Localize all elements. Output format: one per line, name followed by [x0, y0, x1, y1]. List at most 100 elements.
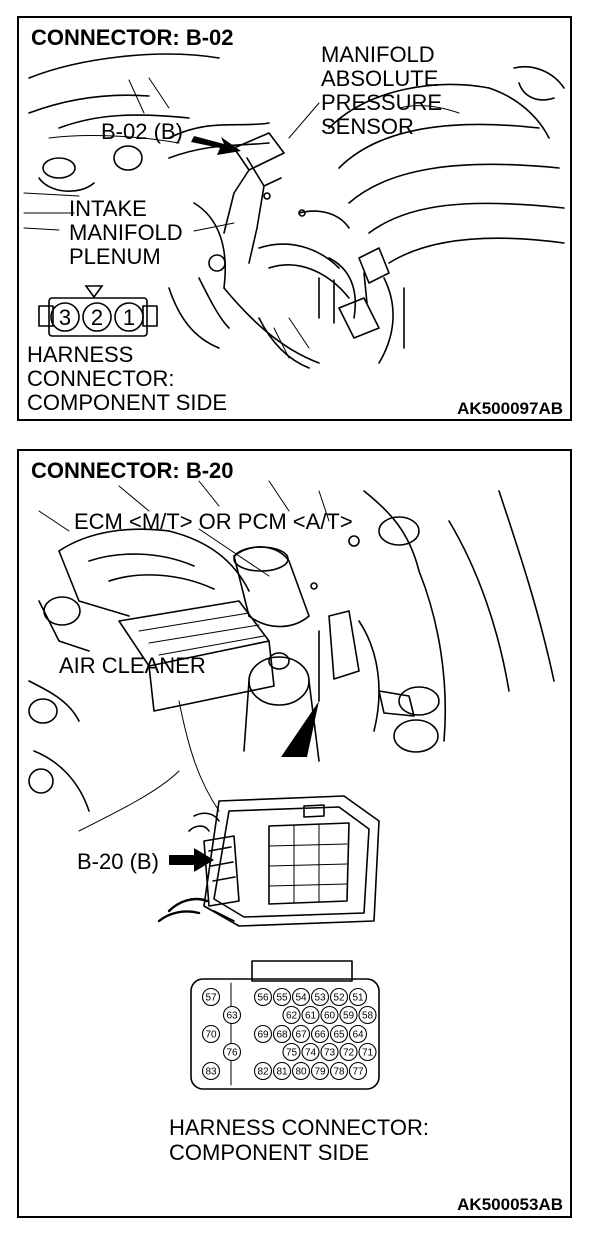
- engine-bay-illustration-b20: CONNECTOR: B-20 ECM <M/T> OR PCM <A/T> A…: [28, 458, 563, 1214]
- b02-connector-face: 3 2 1: [38, 285, 158, 337]
- b20-pin-number: 72: [343, 1048, 355, 1059]
- b20-pin-circle: [201, 987, 221, 1007]
- b20-pin-circle: [222, 1042, 242, 1062]
- ecm-pcm-label: ECM <M/T> OR PCM <A/T>: [74, 509, 353, 534]
- b20-pin-circle: [301, 1042, 320, 1062]
- b20-pin-number: 75: [286, 1048, 298, 1059]
- sensor-label-line-3: PRESSURE: [321, 90, 442, 115]
- b20-pin-number: 79: [314, 1067, 326, 1078]
- b20-pin-circle: [348, 1024, 368, 1044]
- ecm-pointer-wedge: [281, 701, 319, 757]
- b20-pin-number: 77: [352, 1067, 364, 1078]
- b20-harness-label-line-1: HARNESS CONNECTOR:: [169, 1115, 429, 1140]
- b20-pin-number: 57: [205, 993, 217, 1004]
- b20-pin-circle: [310, 1024, 330, 1044]
- b02-harness-label-line-1: HARNESS: [27, 342, 133, 367]
- sensor-leader-line: [288, 102, 320, 139]
- b20-pin-circle: [358, 1042, 377, 1062]
- b20-pin-number: 80: [295, 1067, 307, 1078]
- b20-pin-number: 63: [226, 1011, 238, 1022]
- connector-b20-title: CONNECTOR: B-20: [31, 458, 234, 483]
- engine-sketch-b02: [23, 53, 565, 369]
- b20-pin-number: 54: [295, 993, 307, 1004]
- b20-pin-circle: [272, 1024, 292, 1044]
- b20-pin-circle: [222, 1005, 242, 1025]
- b20-pin-circle: [201, 1024, 221, 1044]
- b20-pin-circle: [339, 1042, 358, 1062]
- b20-pin-circle: [272, 987, 292, 1007]
- sensor-label-line-1: MANIFOLD: [321, 42, 435, 67]
- b02-pin-2: 2: [91, 305, 103, 330]
- b20-pin-circle: [291, 987, 311, 1007]
- air-cleaner-label: AIR CLEANER: [59, 653, 206, 678]
- b02-connector-callout: B-02 (B): [101, 119, 183, 144]
- b20-pin-number: 59: [343, 1011, 355, 1022]
- plenum-leader-line: [193, 222, 235, 232]
- b02-figure-code: AK500097AB: [457, 399, 563, 418]
- b20-pin-number: 83: [205, 1067, 217, 1078]
- connector-b02-title: CONNECTOR: B-02: [31, 25, 234, 50]
- b20-pin-number: 53: [314, 993, 326, 1004]
- b20-pin-circle: [253, 1024, 273, 1044]
- b20-pin-circle: [301, 1005, 320, 1025]
- b02-pin-1: 1: [123, 305, 135, 330]
- b20-pin-circle: [253, 1061, 273, 1081]
- connector-b20-panel: CONNECTOR: B-20 ECM <M/T> OR PCM <A/T> A…: [17, 449, 572, 1218]
- b20-pin-number: 69: [257, 1030, 269, 1041]
- b20-pin-number: 78: [333, 1067, 345, 1078]
- b20-figure-code: AK500053AB: [457, 1195, 563, 1214]
- b20-pin-number: 55: [276, 993, 288, 1004]
- b20-pin-circle: [348, 987, 368, 1007]
- b02-harness-label-line-3: COMPONENT SIDE: [27, 390, 227, 415]
- b20-pin-number: 52: [333, 993, 345, 1004]
- b20-pin-circle: [320, 1042, 339, 1062]
- b20-pin-circle: [358, 1005, 377, 1025]
- b20-pin-number: 60: [324, 1011, 336, 1022]
- b20-connector-callout: B-20 (B): [77, 849, 159, 874]
- b02-pointer-arrow: [191, 136, 241, 155]
- b20-pin-circle: [282, 1042, 301, 1062]
- b02-pin-3: 3: [59, 305, 71, 330]
- b20-pin-number: 62: [286, 1011, 298, 1022]
- b20-pin-number: 67: [295, 1030, 307, 1041]
- ecm-module: [157, 795, 380, 927]
- b20-pin-number: 65: [333, 1030, 345, 1041]
- b20-pin-circle: [348, 1061, 368, 1081]
- b20-pin-number: 51: [352, 993, 364, 1004]
- ecm-leader-line: [198, 528, 270, 577]
- sensor-label-line-4: SENSOR: [321, 114, 414, 139]
- b20-pin-circle: [310, 987, 330, 1007]
- engine-bay-illustration-b02: CONNECTOR: B-02 MANIFOLD ABSOLUTE PRESSU…: [23, 25, 565, 418]
- b20-pin-number: 82: [257, 1067, 269, 1078]
- sensor-label-line-2: ABSOLUTE: [321, 66, 438, 91]
- plenum-label-line-2: MANIFOLD: [69, 220, 183, 245]
- b20-pin-circle: [272, 1061, 292, 1081]
- b20-pin-circle: [329, 1061, 349, 1081]
- b20-pin-circle: [291, 1024, 311, 1044]
- plenum-label-line-1: INTAKE: [69, 196, 147, 221]
- plenum-label-line-3: PLENUM: [69, 244, 161, 269]
- b20-pin-circle: [310, 1061, 330, 1081]
- b20-pin-circle: [329, 987, 349, 1007]
- b20-pin-circle: [291, 1061, 311, 1081]
- b20-pin-number: 58: [362, 1011, 374, 1022]
- b20-pin-number: 71: [362, 1048, 374, 1059]
- b02-harness-label-line-2: CONNECTOR:: [27, 366, 175, 391]
- b20-pin-number: 66: [314, 1030, 326, 1041]
- b20-pin-circle: [339, 1005, 358, 1025]
- b20-pin-number: 56: [257, 993, 269, 1004]
- b20-pin-number: 70: [205, 1030, 217, 1041]
- b20-pin-circle: [282, 1005, 301, 1025]
- connector-b02-panel: CONNECTOR: B-02 MANIFOLD ABSOLUTE PRESSU…: [17, 16, 572, 421]
- b20-pointer-arrow: [169, 848, 214, 872]
- b20-pin-number: 81: [276, 1067, 288, 1078]
- b20-pin-number: 76: [226, 1048, 238, 1059]
- b20-pin-circle: [201, 1061, 221, 1081]
- b20-pin-number: 64: [352, 1030, 364, 1041]
- b20-pin-circle: [320, 1005, 339, 1025]
- b20-pin-circle: [253, 987, 273, 1007]
- b20-pin-number: 74: [305, 1048, 317, 1059]
- b20-pin-number: 68: [276, 1030, 288, 1041]
